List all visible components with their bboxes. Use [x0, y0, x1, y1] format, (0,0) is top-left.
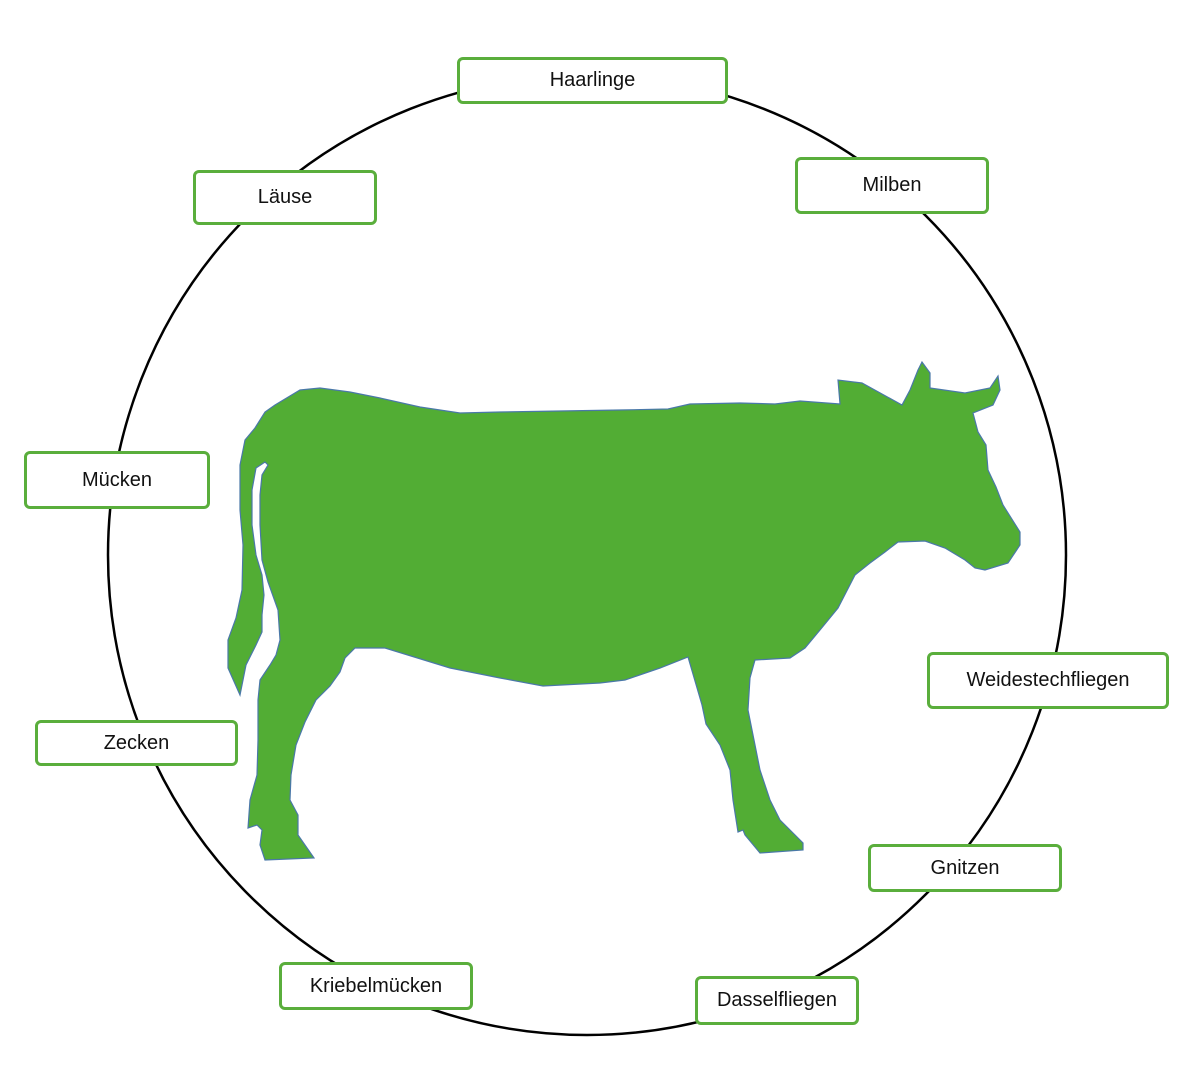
label-haarlinge: Haarlinge: [457, 57, 728, 104]
label-weidestechfliegen: Weidestechfliegen: [927, 652, 1169, 709]
label-laeuse: Läuse: [193, 170, 377, 225]
label-zecken: Zecken: [35, 720, 238, 766]
cow-silhouette: [227, 360, 1021, 861]
label-dasselfliegen: Dasselfliegen: [695, 976, 859, 1025]
label-milben: Milben: [795, 157, 989, 214]
label-kriebelmuecken: Kriebelmücken: [279, 962, 473, 1010]
label-muecken: Mücken: [24, 451, 210, 509]
label-gnitzen: Gnitzen: [868, 844, 1062, 892]
